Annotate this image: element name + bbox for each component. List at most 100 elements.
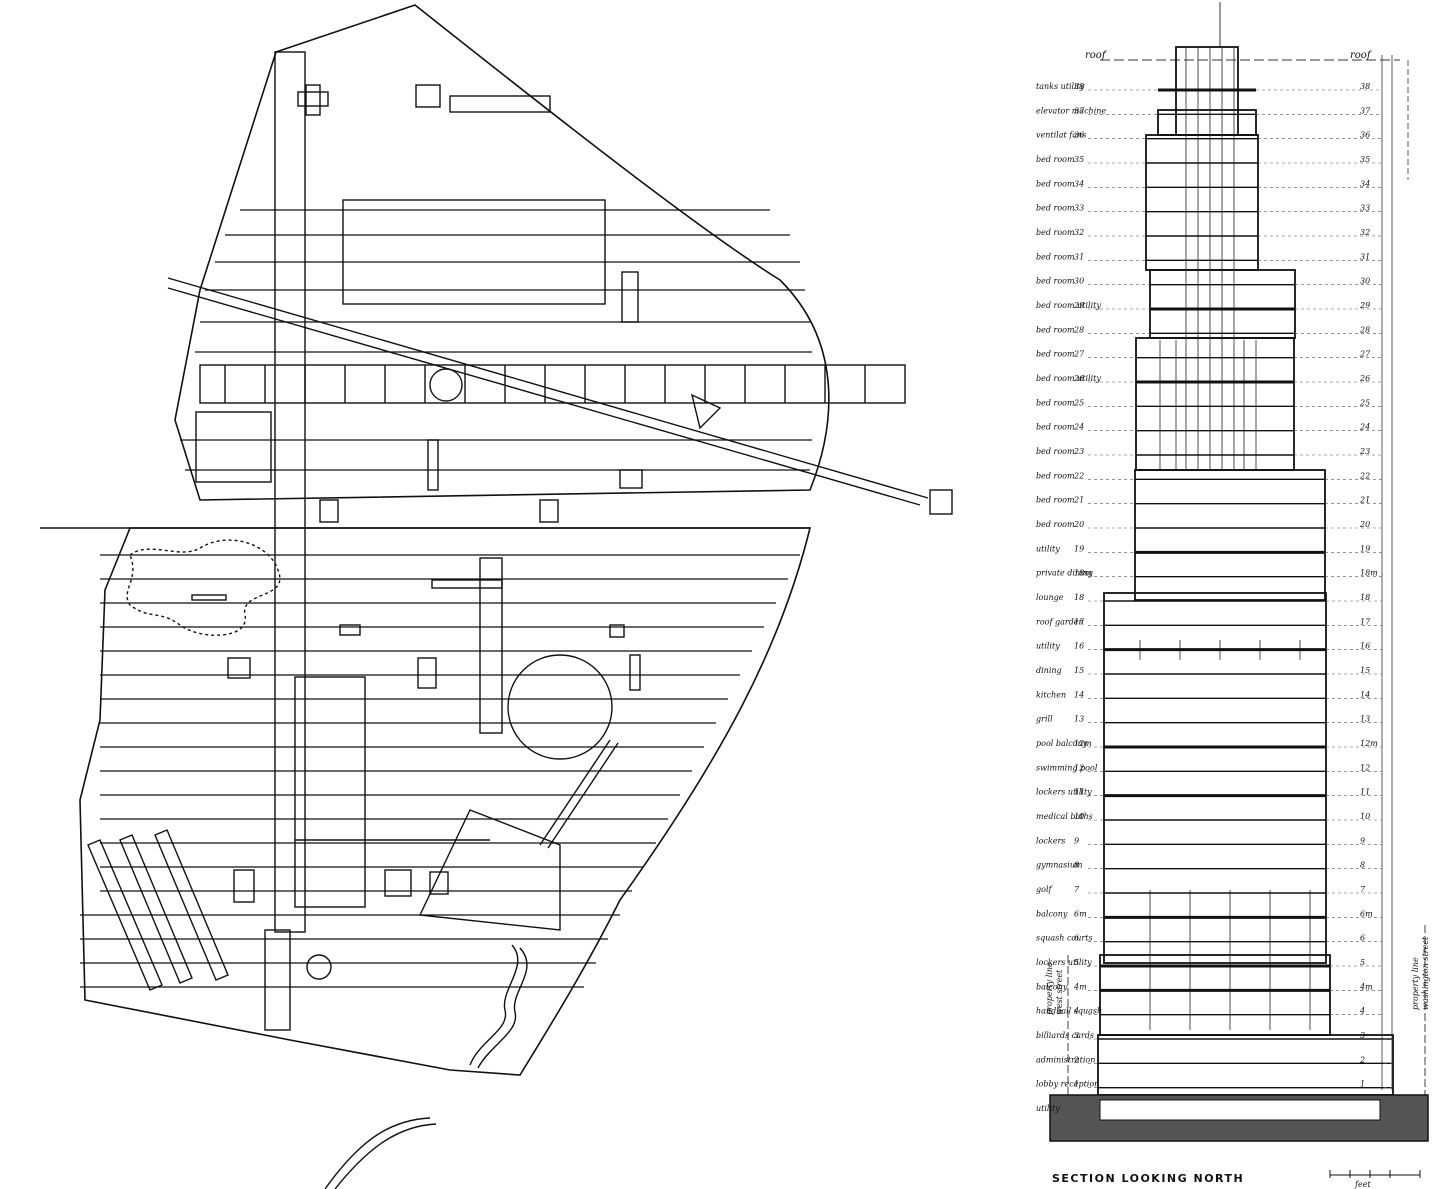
floor-label: bed room — [1036, 179, 1075, 188]
floor-number-left: 2 — [1073, 1055, 1079, 1064]
floor-label: lobby reception — [1036, 1080, 1099, 1089]
floor-label: bed room — [1036, 496, 1075, 505]
floor-number-right: 36 — [1360, 131, 1370, 140]
floor-number-right: 11 — [1360, 788, 1370, 797]
floor-number-right: 17 — [1360, 617, 1371, 626]
floor-number-right: 6 — [1360, 934, 1365, 943]
property-line-right-label: property line washington street — [1411, 936, 1430, 1010]
floor-label: bed room — [1036, 520, 1075, 529]
floor-label: pool balcony — [1036, 739, 1088, 748]
floor-number-left: 16 — [1074, 642, 1084, 651]
floor-slabs — [1098, 88, 1393, 1114]
floor-number-left: 34 — [1074, 179, 1084, 188]
floor-number-right: 32 — [1360, 228, 1370, 237]
floor-label: bed room — [1036, 204, 1075, 213]
property-line-right-line2: washington street — [1421, 936, 1430, 1010]
floor-label: bed room — [1036, 423, 1075, 432]
floor-number-right: 13 — [1360, 715, 1370, 724]
scale-bar — [1329, 1170, 1421, 1178]
floor-number-right: 8 — [1360, 861, 1365, 870]
floor-number-left: 26 — [1073, 374, 1084, 383]
floor-number-right: 7 — [1360, 885, 1366, 894]
floor-number-left: 31 — [1074, 252, 1084, 261]
tower-massing — [1097, 46, 1394, 1096]
floor-number-right: 14 — [1360, 690, 1370, 699]
floor-number-right: 4 — [1359, 1007, 1365, 1016]
floor-number-left: 29 — [1073, 301, 1084, 310]
floor-number-left: 6m — [1074, 909, 1087, 918]
floor-number-right: 33 — [1360, 204, 1370, 213]
floor-number-right: 25 — [1359, 398, 1370, 407]
floor-number-right: 26 — [1359, 374, 1370, 383]
scale-label: feet — [1354, 1180, 1371, 1189]
property-lines — [1067, 925, 1426, 1095]
floor-label: lockers utility — [1036, 958, 1092, 967]
floor-label: elevator machine — [1036, 106, 1106, 115]
floor-number-right: 38 — [1360, 82, 1370, 91]
floor-label: billiards cards — [1036, 1031, 1094, 1040]
floor-number-left: 17 — [1074, 617, 1085, 626]
floor-number-left: 4 — [1073, 1007, 1079, 1016]
floor-number-left: 11 — [1074, 788, 1084, 797]
floor-label: private dining — [1036, 569, 1093, 578]
floor-label: swimming pool — [1036, 763, 1098, 772]
floor-label: bed room — [1036, 155, 1075, 164]
floor-number-right: 2 — [1359, 1055, 1365, 1064]
floor-label: dining — [1036, 666, 1062, 675]
floor-number-right: 35 — [1360, 155, 1370, 164]
property-line-left-line1: property line — [1045, 962, 1054, 1015]
floor-label: medical baths — [1036, 812, 1093, 821]
floor-number-right: 37 — [1360, 106, 1371, 115]
floor-number-left: 7 — [1074, 885, 1080, 894]
floor-number-left: 28 — [1073, 325, 1084, 334]
floor-number-right: 27 — [1359, 350, 1371, 359]
floor-number-right: 18 — [1360, 593, 1370, 602]
floor-label: utility — [1036, 544, 1060, 553]
floor-number-left: 14 — [1074, 690, 1084, 699]
floor-number-left: 15 — [1074, 666, 1084, 675]
floor-number-right: 34 — [1360, 179, 1370, 188]
floor-number-right: 16 — [1360, 642, 1370, 651]
floor-label: handball squash — [1036, 1007, 1102, 1016]
floor-number-right: 30 — [1360, 277, 1370, 286]
floor-number-left: 8 — [1074, 861, 1079, 870]
floor-label: bed room — [1036, 471, 1075, 480]
floor-number-left: 18 — [1074, 593, 1084, 602]
floor-label: balcony — [1036, 982, 1068, 991]
floor-label: bed room — [1036, 398, 1075, 407]
floor-plan-slabs — [80, 209, 812, 988]
floor-label: tanks utility — [1036, 82, 1085, 91]
floor-number-left: 20 — [1073, 520, 1084, 529]
property-line-left-label: property line west street — [1045, 960, 1064, 1015]
floor-plan-drawing — [40, 4, 953, 1189]
tower-mullions — [1139, 47, 1311, 1030]
floor-number-left: 36 — [1074, 131, 1084, 140]
floor-label: administration — [1036, 1055, 1095, 1064]
floor-number-left: 3 — [1074, 1031, 1079, 1040]
floor-plan-outline — [40, 4, 830, 1076]
floor-number-left: 38 — [1074, 82, 1084, 91]
roof-line — [1100, 2, 1400, 61]
floor-number-right: 12 — [1360, 763, 1370, 772]
floor-number-right: 12m — [1360, 739, 1378, 748]
roof-label-left: roof — [1085, 50, 1108, 61]
floor-number-right: 6m — [1360, 909, 1373, 918]
floor-number-left: 27 — [1073, 350, 1085, 359]
floor-number-right: 20 — [1359, 520, 1370, 529]
floor-number-left: 9 — [1074, 836, 1079, 845]
floor-label: kitchen — [1036, 690, 1066, 699]
floor-number-right: 4m — [1359, 982, 1373, 991]
floor-number-right: 28 — [1359, 325, 1370, 334]
floor-number-right: 29 — [1359, 301, 1370, 310]
floor-label: golf — [1036, 885, 1053, 894]
floor-label: lounge — [1036, 593, 1064, 602]
floor-number-left: 37 — [1074, 106, 1085, 115]
property-line-left-line2: west street — [1055, 969, 1064, 1015]
dimension-column — [1381, 55, 1409, 1090]
floor-label: balcony — [1036, 909, 1068, 918]
floor-number-left: 30 — [1074, 277, 1084, 286]
floor-label: roof garden — [1036, 617, 1084, 626]
floor-number-left: 18m — [1074, 569, 1092, 578]
floor-number-right: 5 — [1360, 958, 1365, 967]
